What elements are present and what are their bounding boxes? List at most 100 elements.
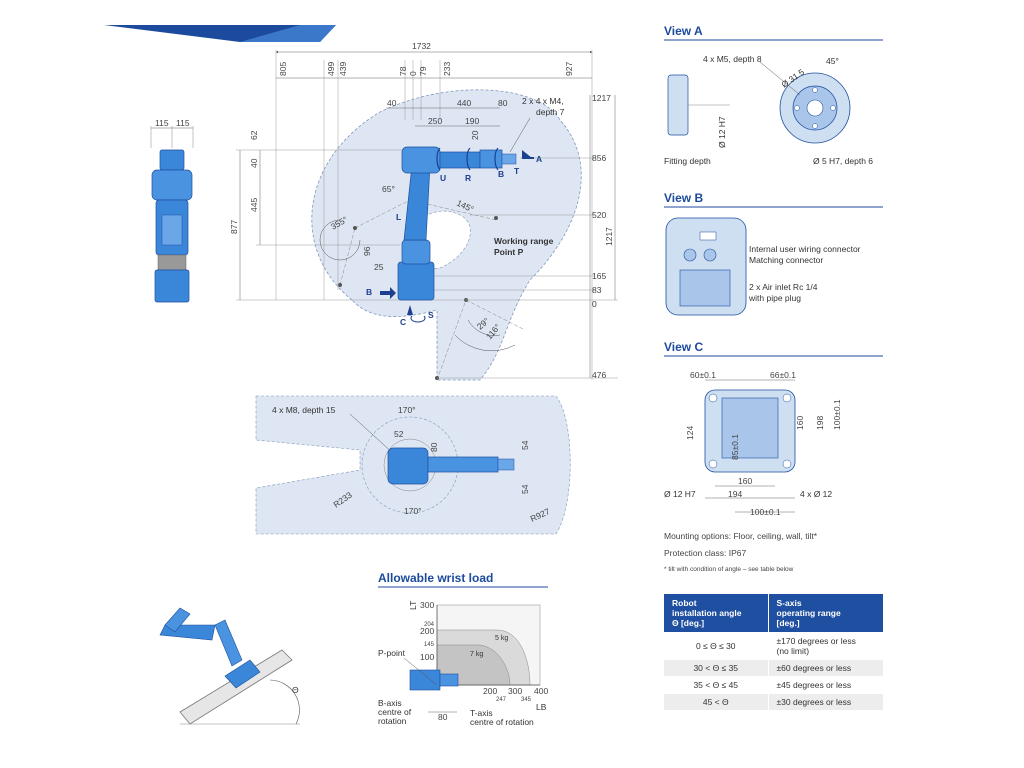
table-cell-range: ±30 degrees or less — [768, 693, 883, 710]
wrist-mount-note-2: depth 7 — [536, 107, 565, 117]
front-dim-1: 115 — [155, 118, 169, 128]
wrist-x-247: 247 — [496, 697, 507, 703]
side-dim-80: 80 — [498, 98, 508, 108]
top-angle-upper: 170° — [398, 405, 416, 415]
mounting-options: Mounting options: Floor, ceiling, wall, … — [664, 531, 818, 541]
table-header-angle: Robot installation angle Θ [deg.] — [664, 594, 769, 633]
view-c-label-12h7: Ø 12 H7 — [664, 489, 696, 499]
view-c-title: View C — [664, 340, 703, 354]
wrist-mount-note-1: 2 x 4 x M4, — [522, 96, 564, 106]
side-dim-25: 25 — [374, 262, 384, 272]
wrist-t-axis-2: centre of rotation — [470, 717, 534, 727]
side-dim-877: 877 — [229, 220, 239, 234]
view-c-dim-160h: 160 — [738, 476, 752, 486]
side-dim-190: 190 — [465, 116, 479, 126]
view-c-dim-60: 60±0.1 — [690, 370, 716, 380]
top-dim-80: 80 — [429, 442, 439, 452]
side-dim-445: 445 — [249, 198, 259, 212]
top-dim-54b: 54 — [520, 484, 530, 494]
wrist-b-axis-1: B-axis — [378, 698, 402, 708]
wrist-y-145: 145 — [424, 642, 435, 648]
side-dim-233: 233 — [442, 62, 452, 76]
side-dim-1217b: 1217 — [604, 227, 614, 246]
axis-l: L — [396, 212, 401, 222]
wrist-y-200: 200 — [420, 626, 434, 636]
view-b-title: View B — [664, 191, 703, 205]
side-dim-476: 476 — [592, 370, 606, 380]
table-row: 35 < Θ ≤ 45 ±45 degrees or less — [664, 676, 883, 694]
top-angle-lower: 170° — [404, 506, 422, 516]
protection-class: Protection class: IP67 — [664, 548, 747, 558]
table-cell-angle: 30 < Θ ≤ 35 — [664, 659, 769, 677]
view-c-dim-100v: 100±0.1 — [832, 399, 842, 430]
wrist-load-7kg: 7 kg — [470, 651, 483, 658]
view-c: View C 60±0.1 66±0.1 124 160 198 100±0.1… — [664, 340, 883, 517]
side-dim-78: 78 — [398, 66, 408, 76]
side-dim-79: 79 — [418, 66, 428, 76]
table-row: 0 ≤ Θ ≤ 30 ±170 degrees or less (no limi… — [664, 632, 883, 660]
table-cell-range: ±45 degrees or less — [768, 676, 883, 694]
side-dim-0: 0 — [408, 71, 418, 76]
side-dim-927: 927 — [564, 62, 574, 76]
side-dim-96: 96 — [362, 246, 372, 256]
table-row: 30 < Θ ≤ 35 ±60 degrees or less — [664, 659, 883, 677]
axis-t: T — [514, 166, 520, 176]
wrist-y-300: 300 — [420, 600, 434, 610]
side-dim-856: 856 — [592, 153, 606, 163]
side-dim-83: 83 — [592, 285, 602, 295]
side-dim-0b: 0 — [592, 299, 597, 309]
side-dim-40a: 40 — [387, 98, 397, 108]
wrist-x-300: 300 — [508, 686, 522, 696]
wrist-load-chart: Allowable wrist load LT 300 200 100 204 … — [378, 571, 548, 727]
view-b-label-4: with pipe plug — [748, 293, 801, 303]
view-c-dim-66: 66±0.1 — [770, 370, 796, 380]
top-view: 4 x M8, depth 15 170° 170° 52 80 54 54 R… — [255, 395, 571, 535]
wrist-b-axis-3: rotation — [378, 716, 407, 726]
axis-c: C — [400, 317, 406, 327]
front-view: 115 115 — [150, 118, 194, 303]
wrist-load-5kg: 5 kg — [495, 635, 508, 642]
side-dim-805: 805 — [278, 62, 288, 76]
view-a: View A 4 x M5, depth 8 Fitting depth Ø 1… — [664, 24, 883, 166]
table-cell-range: ±170 degrees or less (no limit) — [768, 632, 883, 660]
top-dim-52: 52 — [394, 429, 404, 439]
side-dim-250: 250 — [428, 116, 442, 126]
wrist-x-200: 200 — [483, 686, 497, 696]
view-c-dim-100h: 100±0.1 — [750, 507, 781, 517]
view-a-label-5h7: Ø 5 H7, depth 6 — [813, 156, 873, 166]
wrist-load-title: Allowable wrist load — [378, 571, 493, 585]
working-range-label-2: Point P — [494, 247, 524, 257]
table-row: 45 < Θ ±30 degrees or less — [664, 693, 883, 710]
axis-s: S — [428, 310, 434, 320]
side-dim-20: 20 — [470, 130, 480, 140]
wrist-dim-80: 80 — [438, 712, 448, 722]
view-a-title: View A — [664, 24, 703, 38]
wrist-y-100: 100 — [420, 652, 434, 662]
view-a-label-45: 45° — [826, 56, 839, 66]
tilt-footnote: * tilt with condition of angle – see tab… — [664, 566, 794, 573]
table-cell-angle: 0 ≤ Θ ≤ 30 — [664, 632, 769, 660]
wrist-x-345: 345 — [521, 697, 532, 703]
installation-angle-table: Robot installation angle Θ [deg.] S-axis… — [664, 594, 883, 710]
tilt-illustration: Θ — [159, 607, 300, 725]
view-c-dim-124: 124 — [685, 426, 695, 440]
view-c-dim-194: 194 — [728, 489, 742, 499]
axis-u: U — [440, 173, 446, 183]
wrist-p-point: P-point — [378, 648, 406, 658]
side-dim-440: 440 — [457, 98, 471, 108]
axis-r: R — [465, 173, 471, 183]
angle-65: 65° — [382, 184, 395, 194]
side-dim-62: 62 — [249, 130, 259, 140]
top-dim-54a: 54 — [520, 440, 530, 450]
wrist-t-axis-1: T-axis — [470, 708, 493, 718]
table-header-range: S-axis operating range [deg.] — [768, 594, 883, 633]
view-a-label-m5: 4 x M5, depth 8 — [703, 54, 762, 64]
axis-a: A — [536, 154, 542, 164]
table-cell-range: ±60 degrees or less — [768, 659, 883, 677]
view-b-label-3: 2 x Air inlet Rc 1/4 — [749, 282, 818, 292]
wrist-lt-label: LT — [408, 601, 418, 610]
table-cell-angle: 45 < Θ — [664, 693, 769, 710]
working-range-label-1: Working range — [494, 236, 554, 246]
side-dim-499: 499 — [326, 62, 336, 76]
